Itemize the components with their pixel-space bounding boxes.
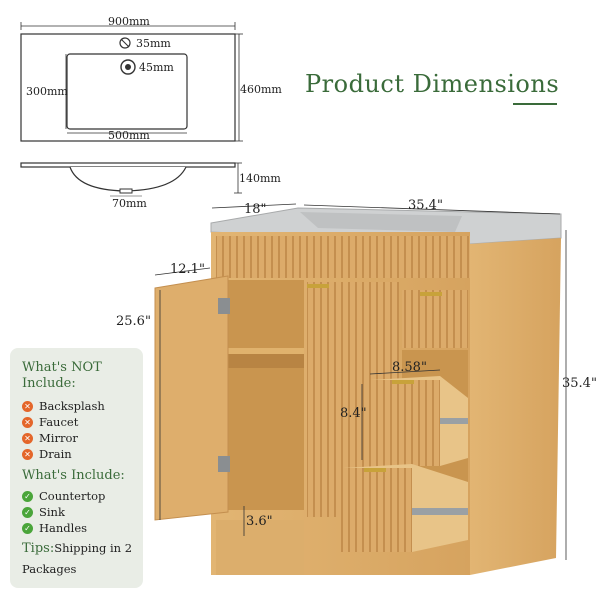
check-icon: ✓ [22, 522, 33, 534]
cabinet-depth-label: 18" [244, 202, 267, 217]
x-icon: ✕ [22, 400, 33, 412]
title-underline [513, 103, 557, 105]
cabinet-width-label: 35.4" [408, 198, 443, 213]
check-icon: ✓ [22, 490, 33, 502]
list-item: ✕Mirror [22, 430, 138, 446]
x-icon: ✕ [22, 432, 33, 444]
toe-kick-label: 3.6" [246, 514, 273, 529]
drawer-height-label: 8.4" [340, 406, 367, 421]
info-panel: What's NOT Include: ✕Backsplash ✕Faucet … [10, 348, 143, 588]
x-icon: ✕ [22, 416, 33, 428]
door-width-label: 12.1" [170, 262, 205, 277]
sink-height-label: 140mm [239, 172, 281, 185]
drawer-width-label: 8.58" [392, 360, 427, 375]
shipping-tip: Tips:Shipping in 2 Packages [22, 538, 138, 579]
door-height-label: 25.6" [116, 314, 151, 329]
tips-label: Tips: [22, 541, 55, 556]
list-item: ✕Backsplash [22, 398, 138, 414]
x-icon: ✕ [22, 448, 33, 460]
page-title: Product Dimensions [305, 70, 560, 98]
cabinet-height-label: 35.4" [562, 376, 597, 391]
check-icon: ✓ [22, 506, 33, 518]
sink-top-view [20, 22, 243, 197]
not-included-heading: What's NOT Include: [22, 360, 102, 391]
list-item: ✕Drain [22, 446, 138, 462]
included-heading: What's Include: [22, 468, 125, 483]
list-item: ✓Sink [22, 504, 138, 520]
list-item: ✓Countertop [22, 488, 138, 504]
sink-width-label: 900mm [108, 15, 150, 28]
tips-text: Shipping in 2 Packages [22, 541, 133, 576]
list-item: ✓Handles [22, 520, 138, 536]
drain-width-label: 70mm [112, 197, 147, 210]
basin-width-label: 500mm [108, 129, 150, 142]
sink-depth-label: 460mm [240, 83, 282, 96]
basin-depth-label: 300mm [26, 85, 68, 98]
drain-hole-label: 45mm [139, 61, 174, 74]
list-item: ✕Faucet [22, 414, 138, 430]
faucet-hole-label: 35mm [136, 37, 171, 50]
